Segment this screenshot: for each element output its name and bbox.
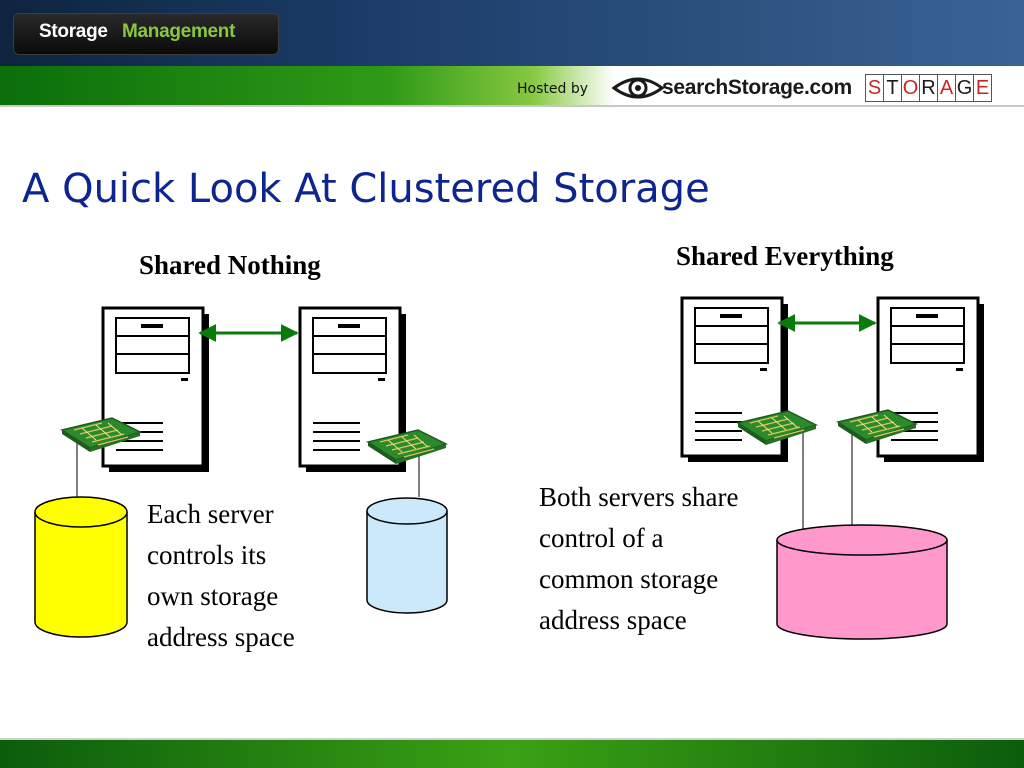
shared-everything-server-2: [876, 296, 986, 464]
storage-logo-letter: E: [973, 74, 992, 102]
storage-management-logo: Storage Management: [14, 14, 278, 54]
caption-line: address space: [539, 605, 687, 635]
caption-line: controls its: [147, 540, 267, 570]
shared-everything-heading: Shared Everything: [676, 241, 894, 271]
brand-word-management: Management: [122, 21, 236, 42]
shared-everything-caption: Both servers share control of a common s…: [539, 477, 738, 641]
shared-nothing-server-1: [101, 306, 211, 474]
searchstorage-logo: searchStorage.com: [662, 76, 852, 99]
shared-nothing-caption: Each server controls its own storage add…: [147, 494, 295, 658]
header-bar: Storage Management: [0, 0, 1024, 66]
caption-line: own storage: [147, 581, 279, 611]
slide-title: A Quick Look At Clustered Storage: [22, 166, 710, 212]
caption-line: control of a: [539, 523, 664, 553]
hosted-by-text: Hosted by: [517, 81, 588, 97]
caption-line: Each server: [147, 499, 274, 529]
caption-line: Both servers share: [539, 482, 739, 512]
pink-shared-disk-cylinder-icon: [776, 524, 948, 640]
caption-line: common storage: [539, 564, 719, 594]
sponsor-bar-divider: [0, 105, 1024, 107]
footer-divider: [0, 738, 1024, 740]
storage-logo-letter: G: [955, 74, 974, 102]
light-blue-disk-cylinder-icon: [366, 497, 448, 614]
yellow-disk-cylinder-icon: [34, 496, 128, 638]
footer-bar: [0, 740, 1024, 768]
caption-line: address space: [147, 622, 295, 652]
storage-logo-letter: R: [919, 74, 938, 102]
sponsor-bar: [0, 66, 1024, 106]
brand-word-storage: Storage: [39, 21, 108, 42]
shared-nothing-heading: Shared Nothing: [139, 250, 321, 280]
storage-magazine-logo: S T O R A G E: [865, 74, 992, 102]
storage-logo-letter: O: [901, 74, 920, 102]
eye-logo-icon: [612, 77, 664, 99]
storage-logo-letter: S: [865, 74, 884, 102]
